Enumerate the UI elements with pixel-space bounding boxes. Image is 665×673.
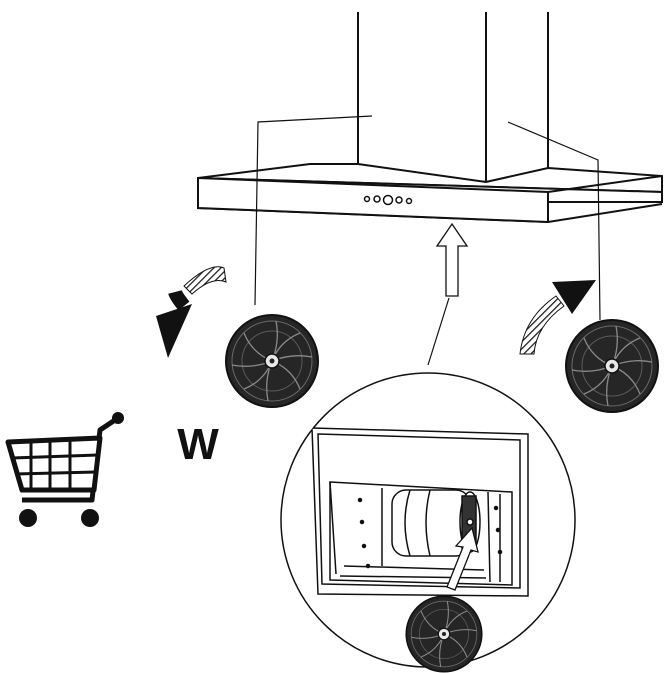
detail-magnifier [280, 372, 576, 668]
weight-label: W [177, 420, 219, 469]
hood-chimney [357, 12, 549, 183]
leader-lines [254, 115, 601, 366]
arrow-up-icon [435, 222, 469, 297]
carbon-filter-icon [405, 595, 483, 673]
arrow-up-icon [446, 526, 479, 591]
shopping-cart-icon [5, 412, 124, 527]
curved-arrow-icon [156, 266, 227, 358]
carbon-filter-icon [225, 314, 319, 408]
carbon-filter-icon [565, 319, 659, 413]
hood-control-buttons [363, 194, 413, 206]
curved-arrow-icon [519, 280, 596, 355]
hood-canopy [197, 163, 663, 224]
